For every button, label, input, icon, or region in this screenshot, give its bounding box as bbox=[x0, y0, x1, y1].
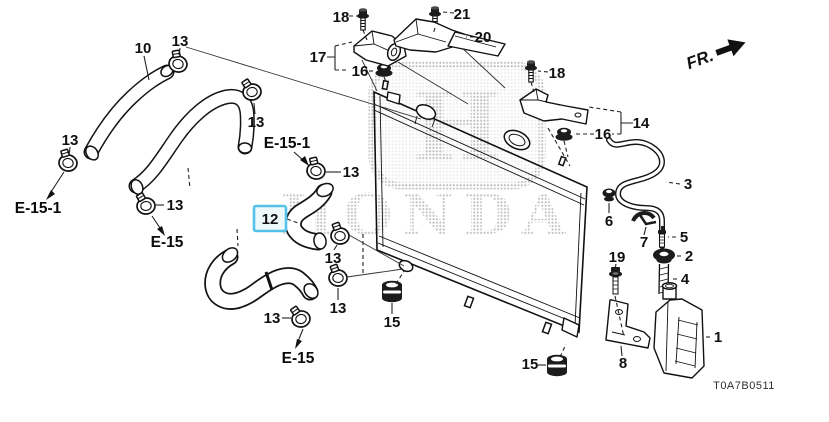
bolt-18-left bbox=[356, 7, 370, 31]
bracket17-to-radiator-line bbox=[397, 61, 469, 105]
reference-labels: E-15-1 E-15 E-15-1 E-15 bbox=[15, 135, 315, 367]
leader-lines-misc bbox=[185, 45, 506, 276]
callout-15-left[interactable]: 15 bbox=[384, 314, 401, 331]
highlight-box-12[interactable] bbox=[252, 204, 288, 233]
hose-10 bbox=[83, 64, 175, 161]
radiator-bottom-tank-line bbox=[378, 235, 581, 319]
radiator-filler-cap-inner bbox=[508, 133, 526, 147]
callout-13-h[interactable]: 13 bbox=[264, 310, 281, 327]
callout-16-left[interactable]: 16 bbox=[352, 63, 369, 80]
callout-4[interactable]: 4 bbox=[681, 271, 690, 288]
fr-direction-indicator: FR. bbox=[684, 39, 746, 73]
hose-11 bbox=[128, 88, 255, 195]
radiator-lower-fitting bbox=[398, 259, 414, 273]
reserve-tank-1 bbox=[653, 282, 705, 379]
bracket-8 bbox=[605, 299, 651, 349]
hose-11-end-ring2 bbox=[237, 142, 253, 154]
radiator-bottom-peg-right bbox=[541, 321, 553, 335]
callout-3[interactable]: 3 bbox=[684, 176, 692, 193]
callout-5[interactable]: 5 bbox=[680, 229, 688, 246]
ref-e-15-bottom[interactable]: E-15 bbox=[282, 350, 315, 367]
callout-7[interactable]: 7 bbox=[640, 234, 648, 251]
fr-label: FR. bbox=[684, 46, 716, 73]
callout-18-right[interactable]: 18 bbox=[549, 65, 566, 82]
leader-13-to-inlet bbox=[185, 46, 422, 120]
callout-19[interactable]: 19 bbox=[609, 249, 626, 266]
callout-10[interactable]: 10 bbox=[135, 40, 152, 57]
ref-e-15-left[interactable]: E-15 bbox=[151, 234, 184, 251]
ref-e-15-1-mid[interactable]: E-15-1 bbox=[264, 135, 311, 152]
overflow-tube-3 bbox=[606, 137, 666, 249]
hose-clamp-13-g bbox=[327, 262, 350, 288]
radiator-left-edge-inner bbox=[379, 95, 384, 248]
callout-13-a[interactable]: 13 bbox=[172, 33, 189, 50]
hose-12-end-ring2 bbox=[313, 232, 327, 250]
hose-lower-end-ring2 bbox=[303, 283, 319, 299]
callout-18-left[interactable]: 18 bbox=[333, 9, 350, 26]
radiator-right-edge-inner bbox=[574, 192, 582, 328]
bracket-20 bbox=[393, 18, 506, 57]
leader-fragment-a bbox=[187, 167, 191, 190]
callout-14[interactable]: 14 bbox=[633, 115, 650, 132]
leader-fragment-b bbox=[236, 228, 239, 247]
callout-12-highlighted[interactable]: 12 bbox=[262, 211, 279, 228]
callout-17[interactable]: 17 bbox=[310, 49, 327, 66]
radiator-bottom-right-cap bbox=[561, 317, 580, 338]
mount-rubber-15-left bbox=[382, 280, 402, 303]
callout-2[interactable]: 2 bbox=[685, 248, 693, 265]
callout-leaders bbox=[46, 11, 710, 366]
diagram-code: T0A7B0511 bbox=[713, 380, 775, 392]
bolt-19 bbox=[609, 267, 622, 295]
bracket-14 bbox=[519, 88, 589, 125]
hose-clamp-13-d bbox=[134, 190, 157, 216]
grommet-16-right bbox=[555, 127, 573, 141]
radiator-mount-pin-left bbox=[381, 79, 390, 91]
callout-13-c[interactable]: 13 bbox=[62, 132, 79, 149]
radiator-top-left-tab bbox=[386, 91, 401, 105]
radiator-top-tank-line bbox=[373, 103, 586, 200]
fr-arrow-icon bbox=[715, 39, 746, 57]
callout-15-right[interactable]: 15 bbox=[522, 356, 539, 373]
hose-clamp-13-e bbox=[304, 154, 329, 182]
callout-21[interactable]: 21 bbox=[454, 6, 471, 23]
radiator-top-tank-line2 bbox=[373, 109, 585, 206]
callout-13-d[interactable]: 13 bbox=[167, 197, 184, 214]
hose-lower bbox=[204, 247, 319, 310]
radiator-bottom-peg-left bbox=[463, 295, 475, 309]
callout-labels: 10 13 13 13 13 13 13 13 13 15 15 17 16 1… bbox=[62, 6, 723, 373]
callout-13-f[interactable]: 13 bbox=[325, 250, 342, 267]
bracket17-to-radiator-line2 bbox=[361, 59, 378, 92]
bracket20-to-radiator-line bbox=[459, 45, 506, 89]
radiator-core-outline bbox=[373, 90, 588, 334]
ref-e-15-1-left[interactable]: E-15-1 bbox=[15, 200, 62, 217]
tube-clamp-7 bbox=[631, 211, 657, 226]
hose-clamp-13-c bbox=[57, 147, 80, 174]
honda-logo-square-fill bbox=[372, 64, 542, 186]
callout-13-e[interactable]: 13 bbox=[343, 164, 360, 181]
radiator-assembly bbox=[373, 79, 588, 338]
radiator-mount-pin-right bbox=[557, 155, 567, 167]
hose-clamp-13-b bbox=[240, 76, 263, 103]
callout-20[interactable]: 20 bbox=[475, 29, 492, 46]
hose-lower-end-ring bbox=[221, 247, 239, 263]
callout-6[interactable]: 6 bbox=[605, 213, 613, 230]
callout-13-b[interactable]: 13 bbox=[248, 114, 265, 131]
tank-cap-2 bbox=[653, 248, 675, 264]
mount-rubber-15-right bbox=[547, 354, 567, 377]
hose-12-highlighted-part bbox=[284, 182, 334, 251]
hose-lower-band bbox=[264, 271, 274, 291]
nut-6 bbox=[602, 188, 616, 202]
hose-10-end-ring bbox=[85, 145, 99, 161]
hose-clamp-13-h bbox=[288, 303, 313, 330]
callout-8[interactable]: 8 bbox=[619, 355, 627, 372]
callout-16-right[interactable]: 16 bbox=[595, 126, 612, 143]
hose-12-end-ring bbox=[316, 182, 334, 198]
callout-13-g[interactable]: 13 bbox=[330, 300, 347, 317]
honda-logo-square-outline bbox=[368, 60, 546, 190]
joint-5 bbox=[658, 226, 666, 248]
radiator-inlet-fitting bbox=[415, 103, 437, 121]
radiator-bottom-tank-line2 bbox=[377, 242, 581, 326]
callout-1[interactable]: 1 bbox=[714, 329, 722, 346]
